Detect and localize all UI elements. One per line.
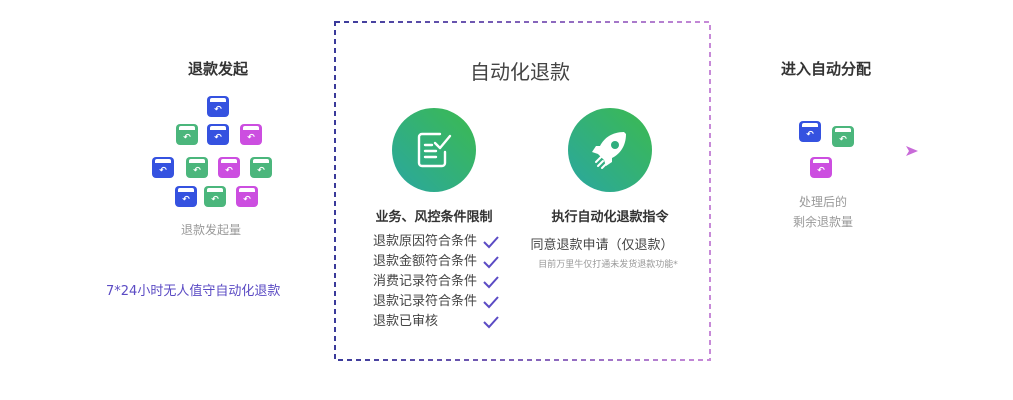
step1-title: 业务、风控条件限制 bbox=[375, 210, 493, 225]
refund-box-icon: ↶ bbox=[799, 121, 821, 142]
refund-box-icon: ↶ bbox=[207, 124, 229, 145]
refund-box-icon: ↶ bbox=[832, 126, 854, 147]
check-icon bbox=[483, 256, 499, 269]
condition-item: 消费记录符合条件 bbox=[373, 274, 478, 289]
refund-box-icon: ↶ bbox=[810, 157, 832, 178]
conditions-list: 退款原因符合条件 退款金额符合条件 消费记录符合条件 退款记录符合条件 退款已审… bbox=[373, 232, 477, 332]
step2-footnote: 目前万里牛仅打通未发货退款功能* bbox=[538, 260, 678, 270]
condition-item: 退款已审核 bbox=[373, 314, 439, 329]
condition-item: 退款记录符合条件 bbox=[373, 294, 478, 309]
check-icon bbox=[483, 296, 499, 309]
start-caption: 退款发起量 bbox=[180, 223, 242, 237]
step1-circle bbox=[392, 108, 476, 192]
refund-box-icon: ↶ bbox=[204, 186, 226, 207]
check-icon bbox=[483, 276, 499, 289]
refund-box-icon: ↶ bbox=[240, 124, 262, 145]
refund-box-icon: ↶ bbox=[152, 157, 174, 178]
condition-item: 退款金额符合条件 bbox=[373, 254, 478, 269]
condition-item: 退款原因符合条件 bbox=[373, 234, 478, 249]
end-stage-title: 进入自动分配 bbox=[780, 60, 872, 78]
refund-box-icon: ↶ bbox=[236, 186, 258, 207]
refund-box-icon: ↶ bbox=[218, 157, 240, 178]
checklist-icon bbox=[417, 132, 452, 168]
refund-box-icon: ↶ bbox=[250, 157, 272, 178]
check-icon bbox=[483, 316, 499, 329]
end-caption: 处理后的 剩余退款量 bbox=[793, 192, 853, 232]
automation-note: 7*24小时无人值守自动化退款 bbox=[106, 284, 281, 299]
step2-circle bbox=[568, 108, 652, 192]
check-icon bbox=[483, 236, 499, 249]
step2-action: 同意退款申请（仅退款） bbox=[530, 238, 674, 253]
end-caption-line2: 剩余退款量 bbox=[792, 215, 854, 229]
refund-box-icon: ↶ bbox=[207, 96, 229, 117]
refund-box-icon: ↶ bbox=[176, 124, 198, 145]
refund-box-icon: ↶ bbox=[186, 157, 208, 178]
end-caption-line1: 处理后的 bbox=[798, 195, 848, 209]
automation-title: 自动化退款 bbox=[470, 60, 570, 84]
start-stage-title: 退款发起 bbox=[187, 60, 249, 78]
refund-box-icon: ↶ bbox=[175, 186, 197, 207]
automation-frame bbox=[334, 21, 711, 361]
step2-title: 执行自动化退款指令 bbox=[551, 210, 669, 225]
rocket-icon bbox=[592, 132, 626, 169]
